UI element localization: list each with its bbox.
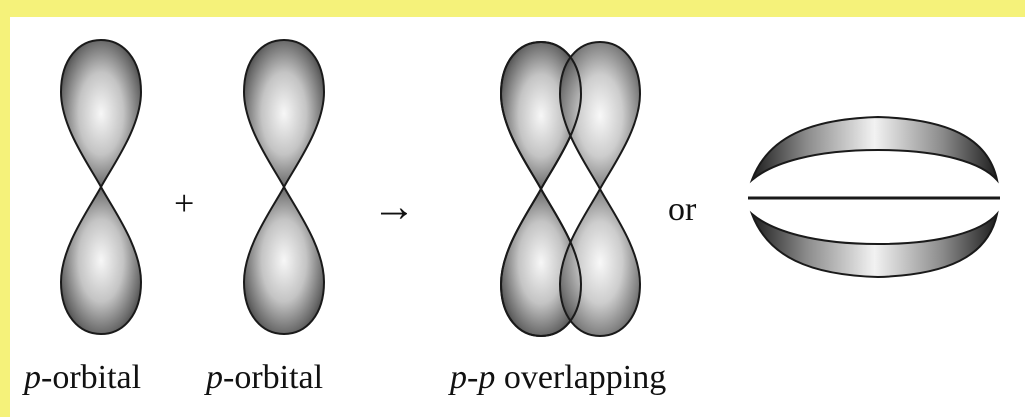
p-orbital-label-2: p-orbital <box>206 361 323 395</box>
p-orbital-2-upper-lobe <box>244 40 324 187</box>
p-orbital-label-2-suffix: -orbital <box>223 359 323 396</box>
pi-bond-upper-band <box>752 117 997 180</box>
p-p-overlap-shape <box>501 42 640 336</box>
p-orbital-label-1-suffix: -orbital <box>41 359 141 396</box>
p-orbital-label-1: p-orbital <box>24 361 141 395</box>
overlap-orbital-right <box>560 42 640 336</box>
figure-panel: + → or p-orbital p-orbital p-p overlappi… <box>10 17 1025 417</box>
overlap-label-prefix: p-p <box>450 359 495 396</box>
p-orbital-label-2-prefix: p <box>206 359 223 396</box>
p-orbital-2-lower-lobe <box>244 187 324 334</box>
p-orbital-label-1-prefix: p <box>24 359 41 396</box>
p-orbital-1-upper-lobe <box>61 40 141 187</box>
overlap-label-suffix: overlapping <box>495 359 666 396</box>
p-orbital-1-shape <box>61 40 141 334</box>
or-label: or <box>668 193 696 227</box>
orbital-diagram <box>10 17 1025 417</box>
pi-bond-lower-band <box>752 214 997 277</box>
p-orbital-2-shape <box>244 40 324 334</box>
pi-bond-shape <box>748 117 1000 277</box>
overlap-label: p-p overlapping <box>450 361 666 395</box>
plus-sign: + <box>174 185 194 221</box>
p-orbital-1-lower-lobe <box>61 187 141 334</box>
reaction-arrow: → <box>372 185 416 229</box>
